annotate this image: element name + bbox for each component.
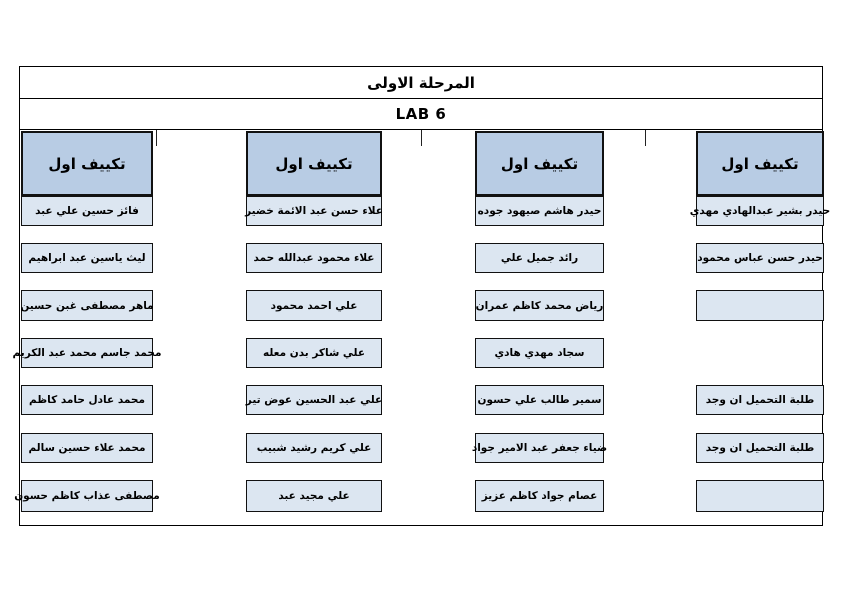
student-cell: طلبة التحميل ان وجد — [696, 385, 824, 415]
lab-title: LAB 6 — [20, 99, 822, 130]
group-header-label: تكييف اول — [48, 154, 126, 173]
student-cell: رياض محمد كاظم عمران — [475, 290, 604, 321]
group-column: تكييف اول حيدر هاشم صيهود جوده رائد جميل … — [472, 130, 607, 524]
stage-title: المرحلة الاولى — [20, 67, 822, 99]
student-cell: رائد جميل علي — [475, 243, 604, 273]
group-column: تكييف اول فائز حسين علي عبد ليث ياسين عبد… — [13, 130, 161, 524]
group-header-label: تكييف اول — [721, 154, 799, 173]
student-cell: ماهر مصطفى غبن حسين — [20, 290, 154, 321]
empty-cell — [696, 290, 824, 321]
group-header: تكييف اول — [475, 131, 604, 196]
table-gridline-stub — [156, 130, 157, 146]
student-cell: علي احمد محمود — [246, 290, 382, 321]
group-header: تكييف اول — [21, 131, 153, 196]
table-gridline-stub — [421, 130, 422, 146]
student-cell: محمد جاسم محمد عبد الكريم — [13, 338, 161, 368]
student-cell: علاء محمود عبدالله حمد — [246, 243, 382, 273]
student-cell: سجاد مهدي هادي — [475, 338, 604, 368]
student-cell: سمير طالب علي حسون — [475, 385, 604, 415]
group-header: تكييف اول — [696, 131, 824, 196]
group-header-label: تكييف اول — [275, 154, 353, 173]
group-header: تكييف اول — [246, 131, 382, 196]
empty-cell — [696, 480, 824, 512]
group-column: تكييف اول حيدر بشير عبدالهادي مهدي حيدر ح… — [690, 130, 830, 524]
student-cell: محمد علاء حسين سالم — [21, 433, 153, 463]
columns-area: تكييف اول فائز حسين علي عبد ليث ياسين عبد… — [13, 130, 830, 524]
student-cell: فائز حسين علي عبد — [21, 196, 153, 226]
table-gridline-stub — [645, 130, 646, 146]
schedule-table: المرحلة الاولى LAB 6 تكييف اول فائز حسين… — [13, 66, 830, 526]
student-cell: مصطفى عذاب كاظم حسون — [14, 480, 160, 512]
student-cell: علي مجيد عبد — [246, 480, 382, 512]
student-cell: علي شاكر بدن معله — [246, 338, 382, 368]
student-cell: علي كريم رشيد شبيب — [246, 433, 382, 463]
student-cell: ضياء جعفر عبد الامير جواد — [472, 433, 607, 463]
student-cell: محمد عادل حامد كاظم — [21, 385, 153, 415]
student-cell: علاء حسن عبد الائمة خضير — [245, 196, 383, 226]
student-cell: حيدر بشير عبدالهادي مهدي — [690, 196, 830, 226]
student-cell: حيدر هاشم صيهود جوده — [475, 196, 604, 226]
student-cell: ليث ياسين عبد ابراهيم — [21, 243, 153, 273]
student-cell: حيدر حسن عباس محمود — [696, 243, 824, 273]
student-cell: عصام جواد كاظم عزيز — [475, 480, 604, 512]
student-cell: علي عبد الحسين عوض تير — [246, 385, 382, 415]
student-cell: طلبة التحميل ان وجد — [696, 433, 824, 463]
group-header-label: تكييف اول — [500, 154, 579, 173]
group-column: تكييف اول علاء حسن عبد الائمة خضير علاء م… — [245, 130, 383, 524]
